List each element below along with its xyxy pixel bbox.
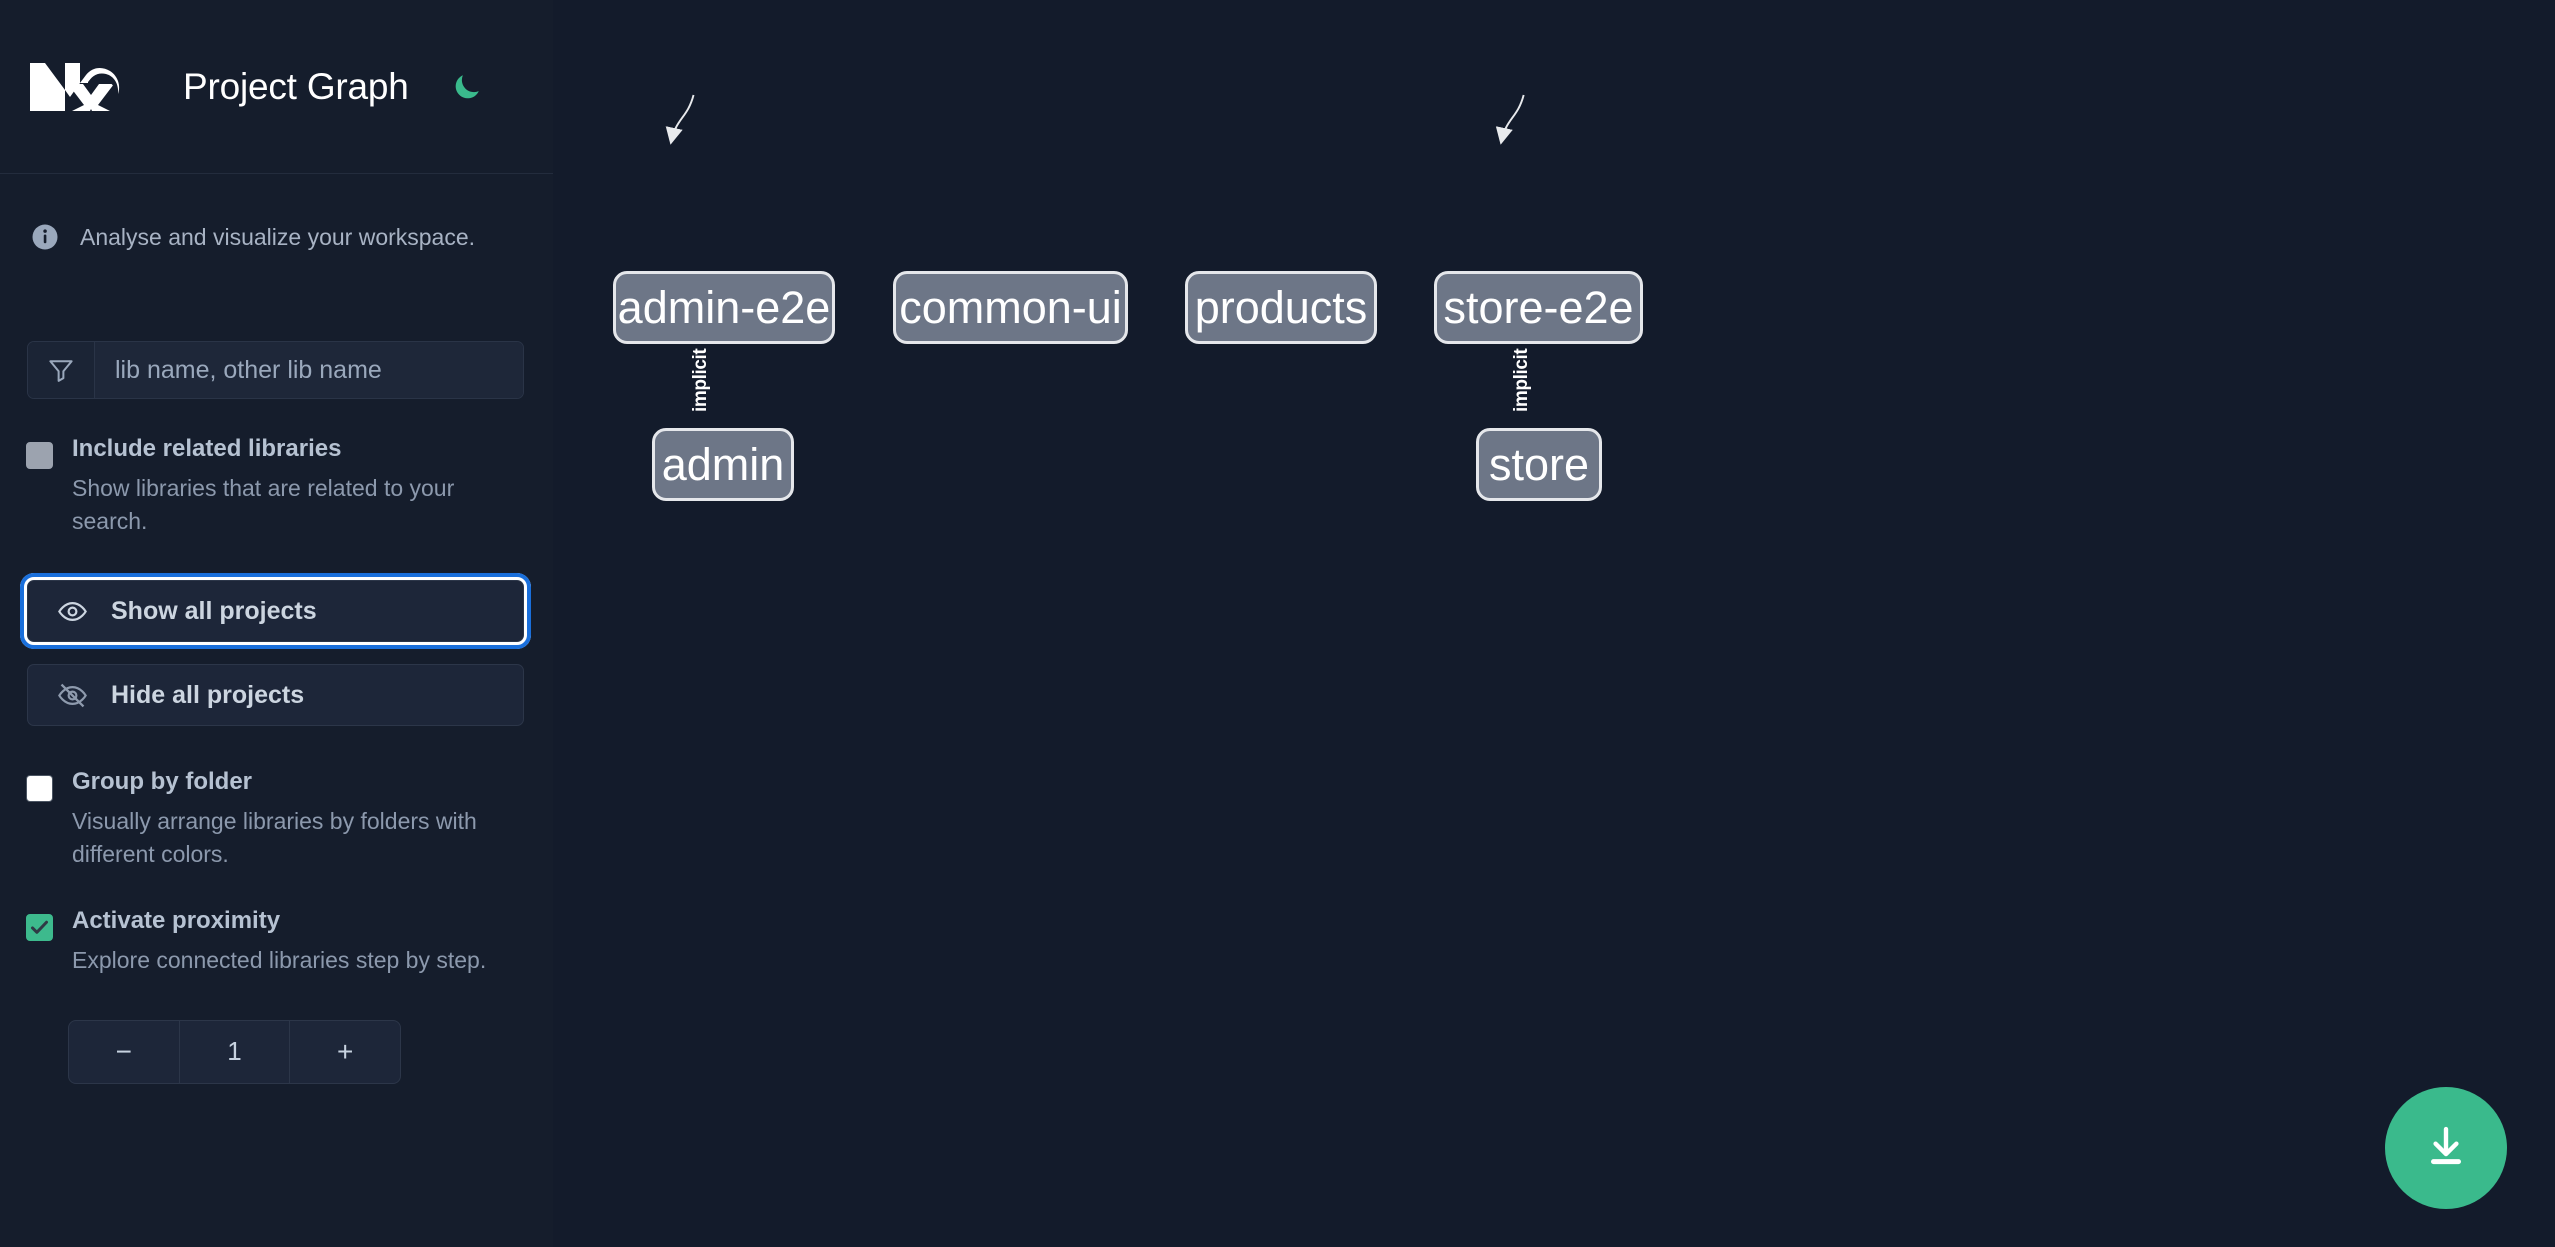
graph-node-store-e2e[interactable]: store-e2e	[1434, 271, 1643, 344]
graph-node-store[interactable]: store	[1476, 428, 1602, 501]
graph-edge-label-admin: implicit	[690, 348, 711, 412]
hide-all-projects-label: Hide all projects	[111, 680, 305, 709]
option-group-by-folder[interactable]: Group by folder Visually arrange librari…	[0, 770, 553, 871]
graph-node-label: admin	[661, 438, 785, 490]
sidebar-header: Project Graph	[0, 0, 553, 174]
checkbox-group-by-folder[interactable]	[26, 775, 53, 803]
sidebar: Project Graph Analyse and visualize your…	[0, 0, 553, 1247]
option-description: Explore connected libraries step by step…	[72, 947, 487, 974]
proximity-stepper-wrap: − 1 +	[0, 1019, 553, 1084]
graph-edge-label-store: implicit	[1511, 348, 1532, 412]
graph-node-label: products	[1194, 281, 1368, 333]
search-input[interactable]	[95, 342, 523, 398]
sidebar-body: Analyse and visualize your workspace. In…	[0, 174, 553, 1084]
visibility-buttons: Show all projects Hide all projects	[0, 573, 553, 727]
graph-node-products[interactable]: products	[1185, 271, 1377, 344]
checkbox-activate-proximity[interactable]	[26, 914, 53, 942]
graph-node-admin[interactable]: admin	[652, 428, 794, 501]
eye-icon	[56, 595, 89, 628]
page-title: Project Graph	[183, 65, 409, 107]
graph-node-label: store	[1488, 438, 1590, 490]
graph-edges	[665, 94, 1525, 145]
graph-canvas[interactable]: admin-e2e common-ui products store-e2e a…	[553, 0, 2555, 1247]
option-label: Group by folder	[72, 768, 252, 796]
graph-node-label: store-e2e	[1443, 281, 1634, 333]
option-label: Include related libraries	[72, 435, 342, 462]
graph-node-admin-e2e[interactable]: admin-e2e	[613, 271, 835, 344]
filter-icon[interactable]	[28, 342, 95, 398]
moon-icon[interactable]	[444, 64, 490, 110]
download-graph-button[interactable]	[2385, 1087, 2507, 1209]
option-description: Show libraries that are related to your …	[72, 475, 455, 535]
workspace-info-text: Analyse and visualize your workspace.	[80, 223, 476, 250]
workspace-info: Analyse and visualize your workspace.	[0, 174, 553, 262]
option-description: Visually arrange libraries by folders wi…	[72, 808, 477, 868]
stepper-decrement-button[interactable]: −	[115, 1035, 133, 1067]
show-all-projects-label: Show all projects	[111, 596, 317, 625]
nx-logo-icon	[28, 57, 125, 117]
search-bar	[27, 341, 524, 399]
option-activate-proximity[interactable]: Activate proximity Explore connected lib…	[0, 909, 553, 977]
stepper-increment-button[interactable]: +	[337, 1035, 354, 1067]
graph-node-label: common-ui	[899, 281, 1122, 333]
show-all-projects-button[interactable]: Show all projects	[20, 573, 531, 650]
graph-node-label: admin-e2e	[617, 281, 831, 333]
proximity-stepper: − 1 +	[68, 1019, 401, 1084]
checkbox-include-related-libraries[interactable]	[26, 442, 53, 469]
stepper-value: 1	[178, 1020, 291, 1083]
download-icon	[2421, 1122, 2471, 1175]
info-icon	[30, 222, 60, 252]
graph-node-common-ui[interactable]: common-ui	[893, 271, 1128, 344]
option-label: Activate proximity	[72, 907, 281, 935]
hide-all-projects-button[interactable]: Hide all projects	[27, 664, 524, 727]
eye-off-icon	[56, 679, 89, 712]
option-include-related-libraries[interactable]: Include related libraries Show libraries…	[0, 437, 553, 538]
